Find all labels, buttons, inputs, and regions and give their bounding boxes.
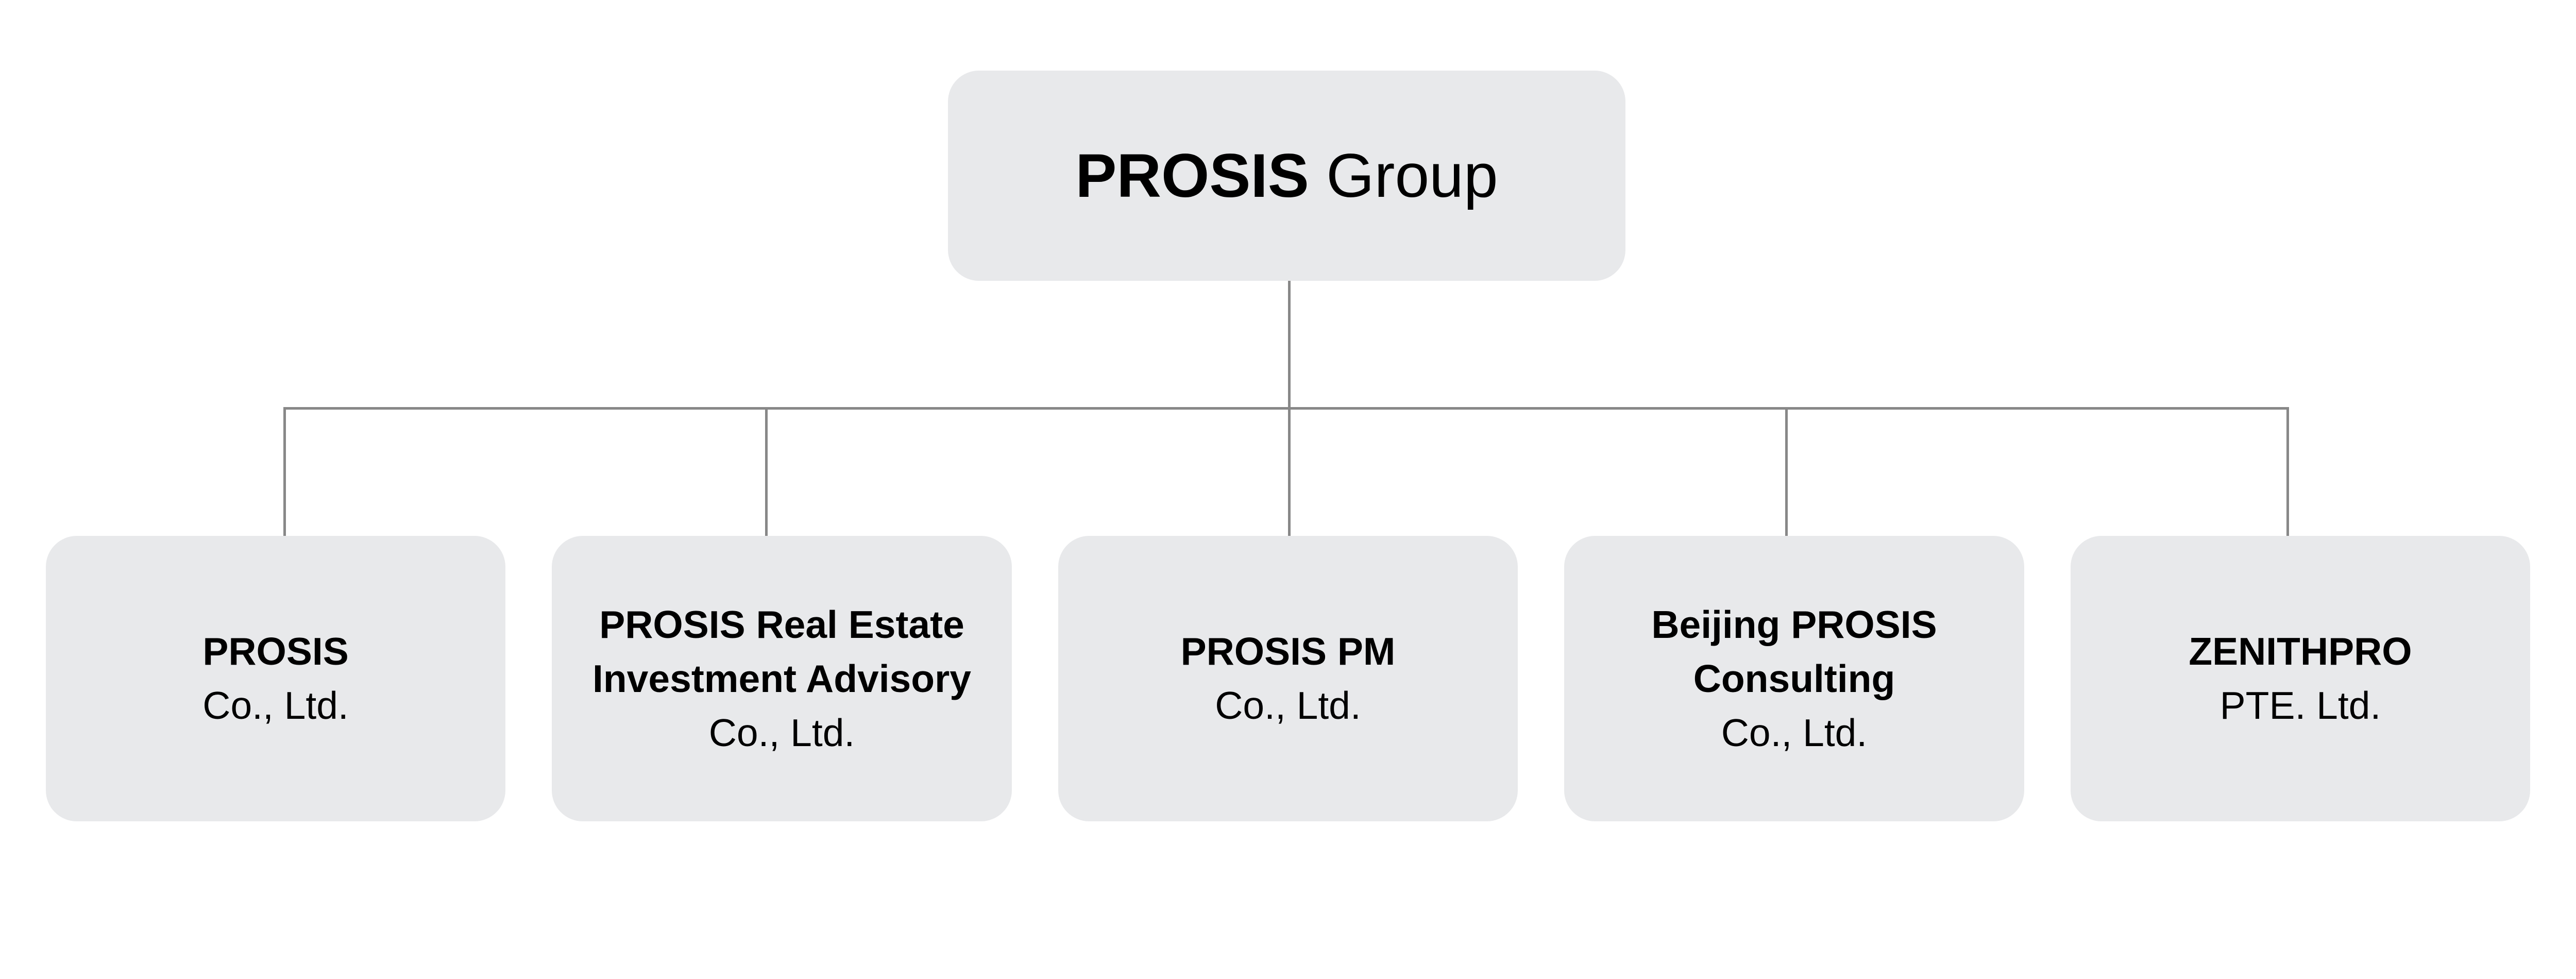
child-suffix: Co., Ltd.: [1721, 711, 1868, 754]
child-name: ZENITHPRO: [2189, 630, 2412, 673]
connector-drop-5: [2286, 407, 2289, 536]
child-name-line2: Consulting: [1693, 656, 1895, 700]
root-title: PROSIS Group: [1075, 141, 1498, 210]
child-name: PROSIS PM: [1180, 630, 1396, 673]
child-node-beijing: Beijing PROSIS Consulting Co., Ltd.: [1564, 536, 2024, 821]
child-node-real-estate: PROSIS Real Estate Investment Advisory C…: [552, 536, 1012, 821]
child-name: PROSIS: [202, 630, 349, 673]
child-suffix: Co., Ltd.: [202, 684, 349, 727]
connector-root-stem: [1288, 281, 1291, 410]
child-node-prosis: PROSIS Co., Ltd.: [46, 536, 506, 821]
connector-drop-1: [283, 407, 286, 536]
child-node-zenithpro: ZENITHPRO PTE. Ltd.: [2070, 536, 2530, 821]
child-name-line2: Investment Advisory: [592, 656, 971, 700]
connector-drop-4: [1785, 407, 1788, 536]
child-suffix: PTE. Ltd.: [2219, 684, 2381, 727]
connector-drop-2: [765, 407, 768, 536]
child-name: Beijing PROSIS: [1651, 602, 1937, 646]
child-name: PROSIS Real Estate: [599, 602, 964, 646]
connector-drop-3: [1288, 407, 1291, 536]
child-suffix: Co., Ltd.: [708, 711, 855, 754]
connector-horizontal-bar: [283, 407, 2287, 410]
child-node-pm: PROSIS PM Co., Ltd.: [1058, 536, 1518, 821]
children-row: PROSIS Co., Ltd. PROSIS Real Estate Inve…: [0, 536, 2576, 821]
child-suffix: Co., Ltd.: [1215, 684, 1361, 727]
root-node: PROSIS Group: [948, 71, 1625, 281]
